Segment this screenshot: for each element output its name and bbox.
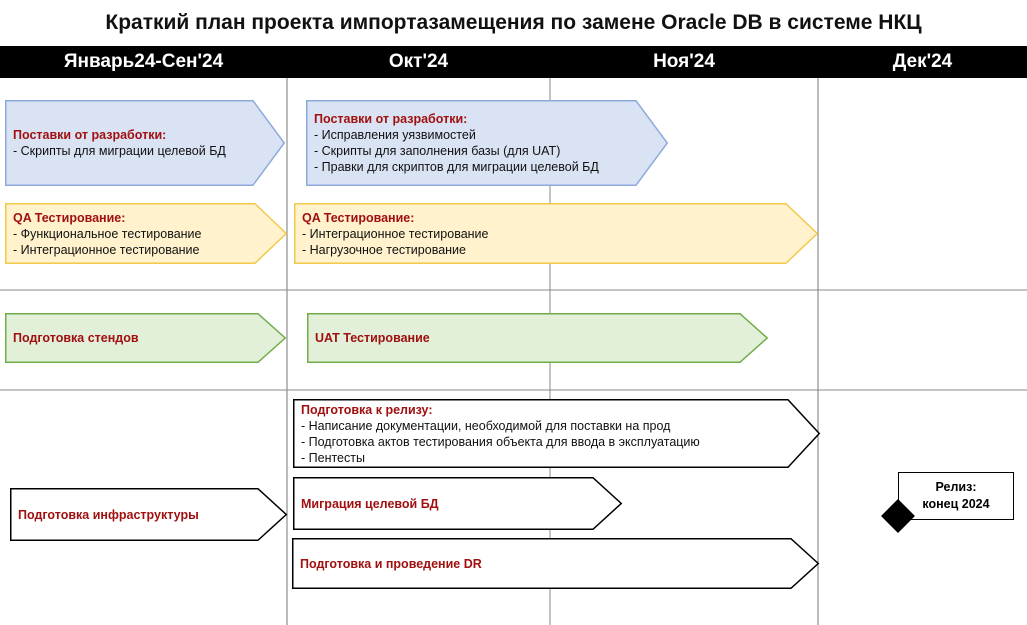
timeline-header: Январь24-Сен'24 Окт'24 Ноя'24 Дек'24: [0, 46, 1027, 78]
release-date: конец 2024: [922, 497, 990, 511]
qa-testing-line: - Интеграционное тестирование: [13, 242, 200, 257]
arrow-shape: [294, 203, 819, 264]
dev-deliveries-line: - Скрипты для миграции целевой БД: [13, 144, 226, 158]
qa-testing-line: - Интеграционное тестирование: [302, 226, 489, 241]
dev-deliveries-arrow-1: Поставки от разработки: - Скрипты для ми…: [5, 100, 286, 186]
release-prep-line: - Подготовка актов тестирования объекта …: [301, 434, 700, 449]
arrow-shape: [306, 100, 669, 186]
arrow-shape: [293, 477, 623, 530]
column-header-dec: Дек'24: [892, 51, 953, 72]
dev-deliveries-title-1: Поставки от разработки:: [13, 128, 167, 142]
chart-title: Краткий план проекта импортазамещения по…: [105, 11, 922, 34]
release-prep-line: - Написание документации, необходимой дл…: [301, 418, 671, 433]
dev-deliveries-title-2: Поставки от разработки:: [314, 112, 468, 126]
dr-prep-title: Подготовка и проведение DR: [300, 556, 482, 571]
dev-deliveries-arrow-2: Поставки от разработки: - Исправления уя…: [306, 100, 669, 186]
db-migration-title: Миграция целевой БД: [301, 496, 439, 511]
arrow-shape: [5, 100, 286, 186]
stands-prep-title: Подготовка стендов: [13, 331, 139, 345]
qa-testing-title-1: QA Тестирование:: [13, 210, 126, 225]
arrow-shape: [307, 313, 769, 363]
arrow-shape: [5, 203, 288, 264]
arrow-shape: [10, 488, 288, 541]
qa-testing-arrow-1: QA Тестирование: - Функциональное тестир…: [5, 203, 288, 264]
qa-testing-title-2: QA Тестирование:: [302, 210, 415, 225]
dev-deliveries-line: - Скрипты для заполнения базы (для UAT): [314, 144, 561, 158]
release-label: Релиз:: [935, 480, 977, 494]
dr-prep-arrow: Подготовка и проведение DR: [292, 538, 820, 589]
column-header-nov: Ноя'24: [653, 51, 715, 72]
infrastructure-prep-title: Подготовка инфраструктуры: [18, 507, 199, 522]
dev-deliveries-line: - Правки для скриптов для миграции целев…: [314, 160, 599, 174]
db-migration-arrow: Миграция целевой БД: [293, 477, 623, 530]
release-prep-arrow: Подготовка к релизу: - Написание докумен…: [293, 399, 821, 468]
infrastructure-prep-arrow: Подготовка инфраструктуры: [10, 488, 288, 541]
release-prep-line: - Пентесты: [301, 450, 365, 465]
arrow-shape: [293, 399, 821, 468]
uat-testing-arrow: UAT Тестирование: [307, 313, 769, 363]
column-header-oct: Окт'24: [388, 51, 449, 72]
column-header-jan-sep: Январь24-Сен'24: [63, 51, 224, 72]
uat-testing-title: UAT Тестирование: [315, 331, 430, 345]
release-milestone-box: Релиз: конец 2024: [898, 472, 1014, 520]
arrow-shape: [5, 313, 287, 363]
dev-deliveries-line: - Исправления уязвимостей: [314, 128, 476, 142]
stands-prep-arrow: Подготовка стендов: [5, 313, 287, 363]
qa-testing-arrow-2: QA Тестирование: - Интеграционное тестир…: [294, 203, 819, 264]
release-prep-title: Подготовка к релизу:: [301, 402, 433, 417]
arrow-shape: [292, 538, 820, 589]
qa-testing-line: - Функциональное тестирование: [13, 226, 202, 241]
qa-testing-line: - Нагрузочное тестирование: [302, 242, 466, 257]
